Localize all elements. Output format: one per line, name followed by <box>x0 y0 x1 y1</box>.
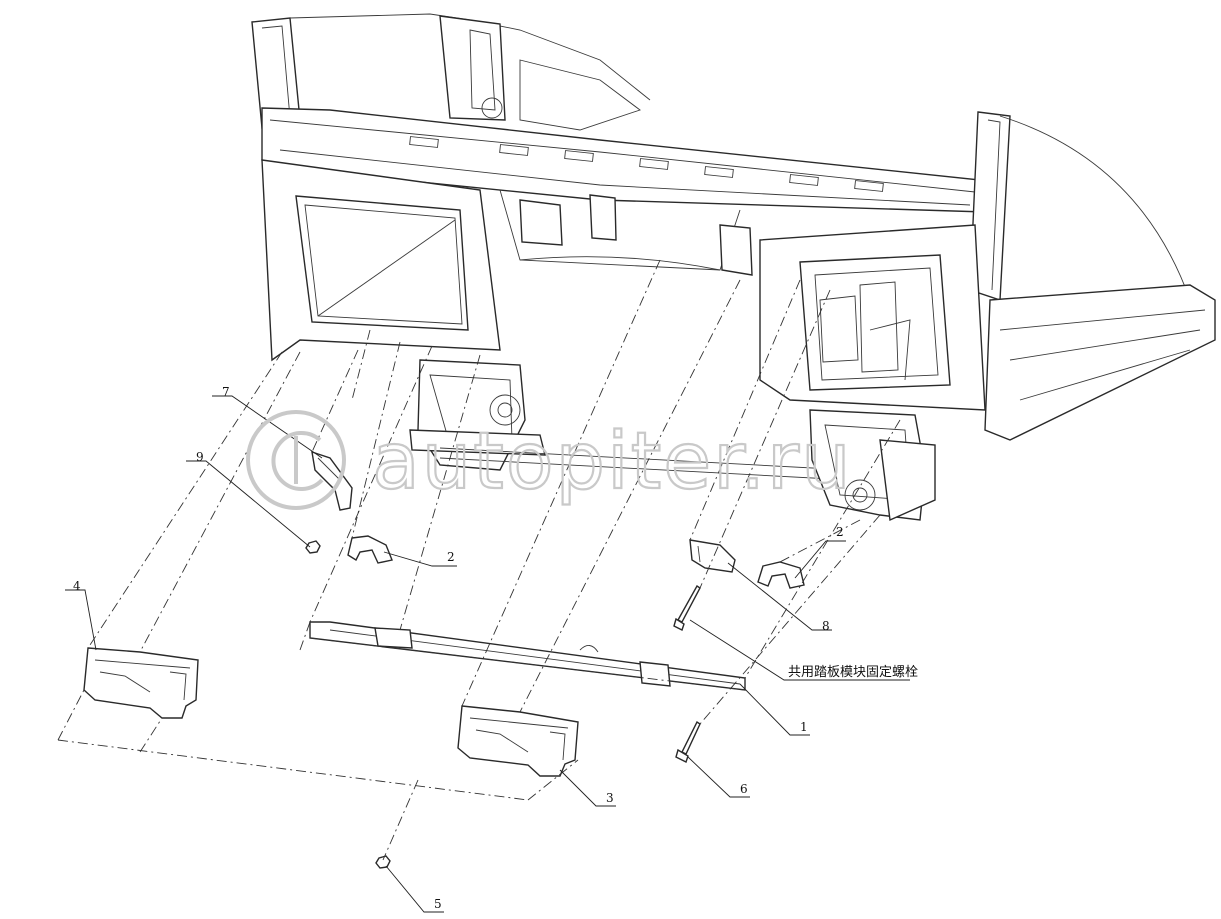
callout-2: 2 <box>836 525 844 539</box>
callout-layer: 1 2 2 3 4 5 6 7 8 9 <box>73 385 844 911</box>
part-1-cross-bar <box>309 621 746 691</box>
pedal-module-bolt-note: 共用踏板模块固定螺栓 <box>788 665 918 680</box>
part-8-bracket <box>689 539 736 573</box>
part-9-nut <box>305 540 321 554</box>
callout-7: 7 <box>222 385 230 399</box>
callout-2: 2 <box>447 550 455 564</box>
part-6-bolt <box>675 720 701 763</box>
part-4-bracket <box>83 647 199 719</box>
part-7-bracket <box>311 450 353 511</box>
part-5-nut <box>375 855 391 869</box>
autopiter-logo-icon <box>246 410 346 510</box>
leader-lines <box>65 395 910 913</box>
part-2-clip-left <box>347 535 393 564</box>
callout-8: 8 <box>822 619 830 633</box>
callout-9: 9 <box>196 450 204 464</box>
part-3-bracket <box>457 705 579 777</box>
callout-5: 5 <box>434 897 442 911</box>
callout-4: 4 <box>73 579 81 593</box>
assembly-lines <box>57 259 901 861</box>
callout-3: 3 <box>606 791 614 805</box>
callout-1: 1 <box>800 720 808 734</box>
watermark-text: autopiter.ru <box>372 417 853 507</box>
cab-front-frame <box>251 13 1216 522</box>
part-2-clip-right <box>757 561 805 589</box>
cowl-slots <box>409 136 884 192</box>
callout-6: 6 <box>740 782 748 796</box>
